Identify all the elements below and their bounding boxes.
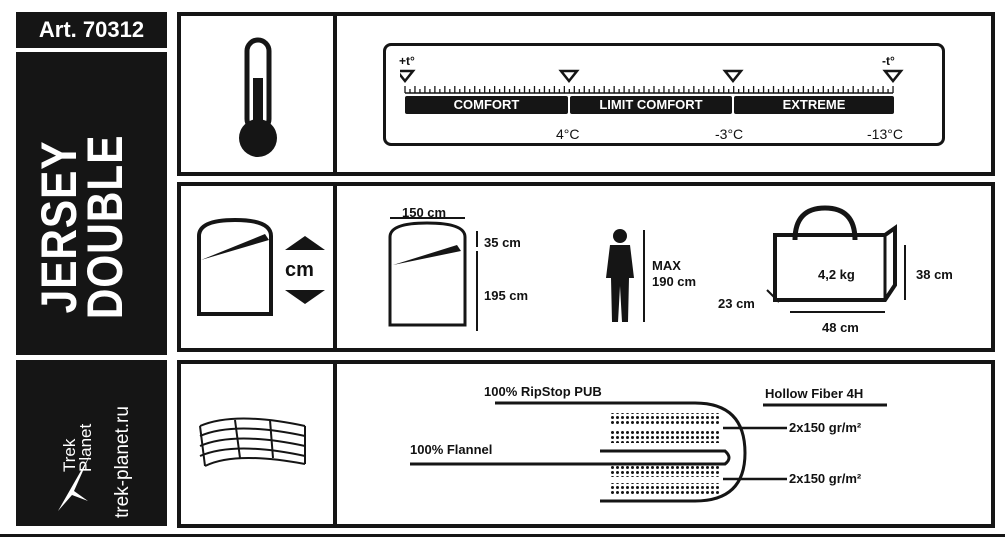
temperature-ruler (400, 69, 904, 94)
unit-label: cm (285, 259, 314, 281)
insulation-top-weight: 2x150 gr/m² (789, 420, 862, 435)
pack-length: 48 cm (822, 320, 859, 335)
person-icon (606, 229, 645, 322)
cold-label: -t° (882, 54, 895, 68)
product-name: JERSEY DOUBLE (31, 72, 146, 382)
zone-extreme: EXTREME (734, 96, 894, 114)
limit-temp: -3°C (715, 126, 744, 142)
warm-label: +t° (399, 54, 415, 68)
thermometer-icon (239, 37, 277, 157)
temperature-icon-panel (177, 12, 337, 176)
carry-bag-icon (766, 205, 906, 313)
materials-icon-panel (177, 360, 337, 528)
size-arrows-icon (285, 236, 325, 304)
product-name-line1: JERSEY (31, 140, 87, 314)
max-height: 190 cm (652, 274, 697, 289)
bag-weight: 4,2 kg (818, 267, 855, 282)
shell-material: 100% RipStop PUB (484, 384, 602, 399)
fabric-layers-icon (199, 417, 306, 467)
max-label: MAX (652, 258, 681, 273)
lining-material: 100% Flannel (410, 442, 493, 457)
marker-triangle-icon (722, 69, 744, 84)
insulation-material: Hollow Fiber 4H (765, 386, 864, 401)
marker-triangle-icon (400, 69, 416, 84)
temperature-panel (333, 12, 995, 176)
zone-limit-comfort: LIMIT COMFORT (570, 96, 732, 114)
product-name-block: JERSEY DOUBLE (16, 52, 167, 355)
marker-triangle-icon (882, 69, 904, 84)
dimensions-icon-panel: cm (177, 182, 337, 352)
temperature-scale (383, 43, 945, 146)
brand-website: trek-planet.ru (112, 406, 133, 518)
sleeping-bag-icon (197, 217, 273, 316)
insulation-bottom-weight: 2x150 gr/m² (789, 471, 862, 486)
pack-height: 38 cm (916, 267, 953, 282)
trek-planet-logo-icon (58, 455, 90, 511)
bag-width: 150 cm (402, 205, 447, 220)
zone-comfort: COMFORT (405, 96, 568, 114)
hood-height: 35 cm (484, 235, 521, 250)
bag-dimension-diagram (388, 217, 478, 331)
extreme-temp: -13°C (867, 126, 903, 142)
bottom-divider (0, 534, 1005, 537)
marker-triangle-icon (558, 69, 580, 84)
materials-diagram (410, 401, 887, 503)
pack-depth: 23 cm (718, 296, 755, 311)
bag-length: 195 cm (484, 288, 529, 303)
comfort-temp: 4°C (556, 126, 580, 142)
article-label: Art. 70312 (16, 12, 167, 48)
product-name-line2: DOUBLE (77, 134, 133, 320)
